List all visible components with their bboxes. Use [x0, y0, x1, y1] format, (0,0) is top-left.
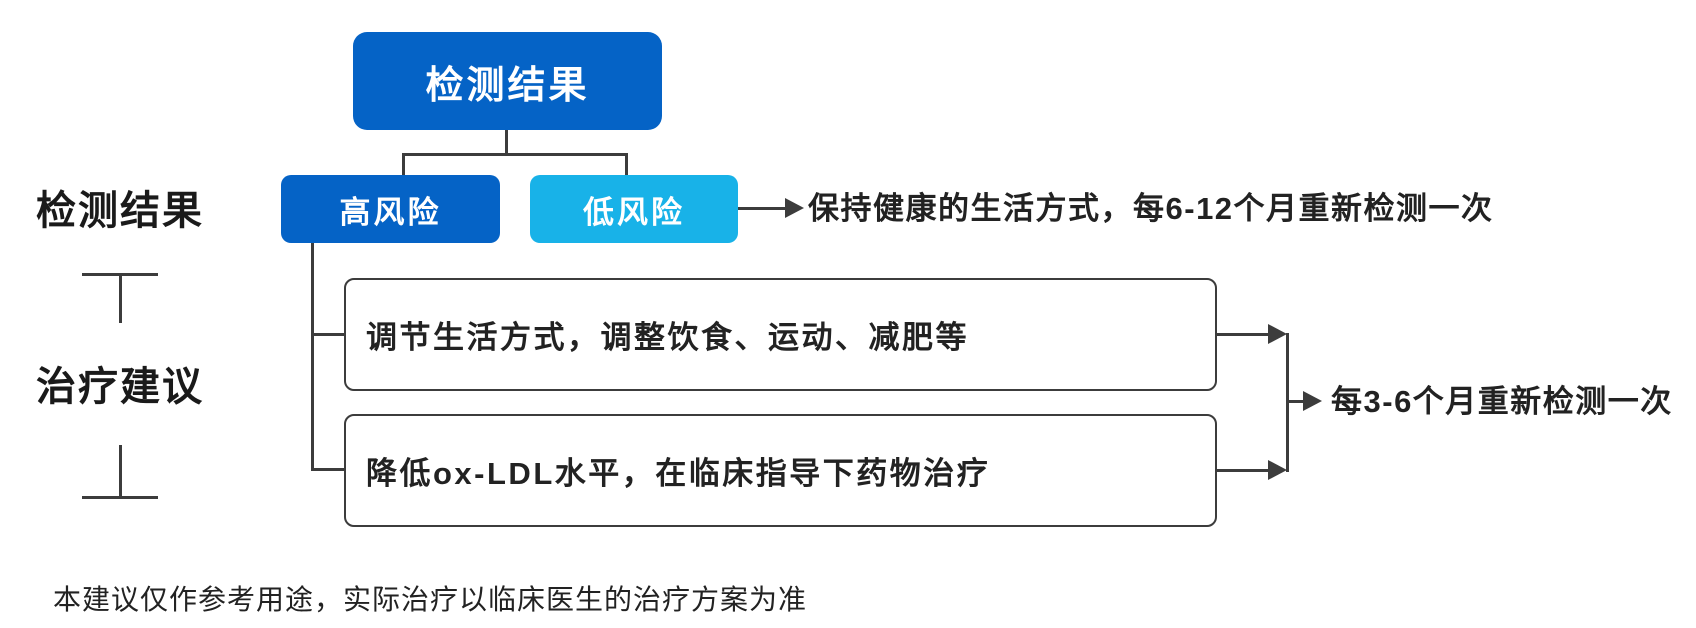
- connector-treatment2-out: [1217, 469, 1270, 472]
- arrowhead-icon: [1268, 324, 1287, 344]
- side-label-advice: 治疗建议: [36, 365, 204, 409]
- high-risk-box: 高风险: [281, 175, 500, 243]
- connector-treatment1-out: [1217, 333, 1270, 336]
- connector-merge-arrow-line: [1289, 400, 1304, 403]
- connector-branch-right: [625, 153, 628, 176]
- connector-branch-left: [402, 153, 405, 176]
- connector-branch-hline: [402, 153, 628, 156]
- connector-low-risk-arrow-line: [738, 207, 785, 210]
- high-risk-note: 每3-6个月重新检测一次: [1331, 384, 1673, 419]
- low-risk-box: 低风险: [530, 175, 738, 243]
- disclaimer-text: 本建议仅作参考用途，实际治疗以临床医生的治疗方案为准: [53, 584, 808, 615]
- low-risk-note: 保持健康的生活方式，每6-12个月重新检测一次: [808, 191, 1494, 226]
- divider-bottom-stem: [119, 445, 122, 498]
- treatment-box-medication: 降低ox-LDL水平，在临床指导下药物治疗: [344, 414, 1217, 527]
- connector-treatment1-branch: [311, 333, 344, 336]
- divider-top-stem: [119, 273, 122, 323]
- connector-merge-vline: [1286, 333, 1289, 472]
- root-box: 检测结果: [353, 32, 662, 130]
- arrowhead-icon: [1303, 391, 1322, 411]
- connector-root-stem: [505, 130, 508, 154]
- connector-treatment2-branch: [311, 468, 344, 471]
- divider-bottom-hline: [82, 496, 158, 499]
- arrowhead-icon: [785, 198, 804, 218]
- treatment-box-lifestyle: 调节生活方式，调整饮食、运动、减肥等: [344, 278, 1217, 391]
- connector-high-risk-trunk: [311, 243, 314, 471]
- side-label-results: 检测结果: [36, 189, 204, 233]
- arrowhead-icon: [1268, 460, 1287, 480]
